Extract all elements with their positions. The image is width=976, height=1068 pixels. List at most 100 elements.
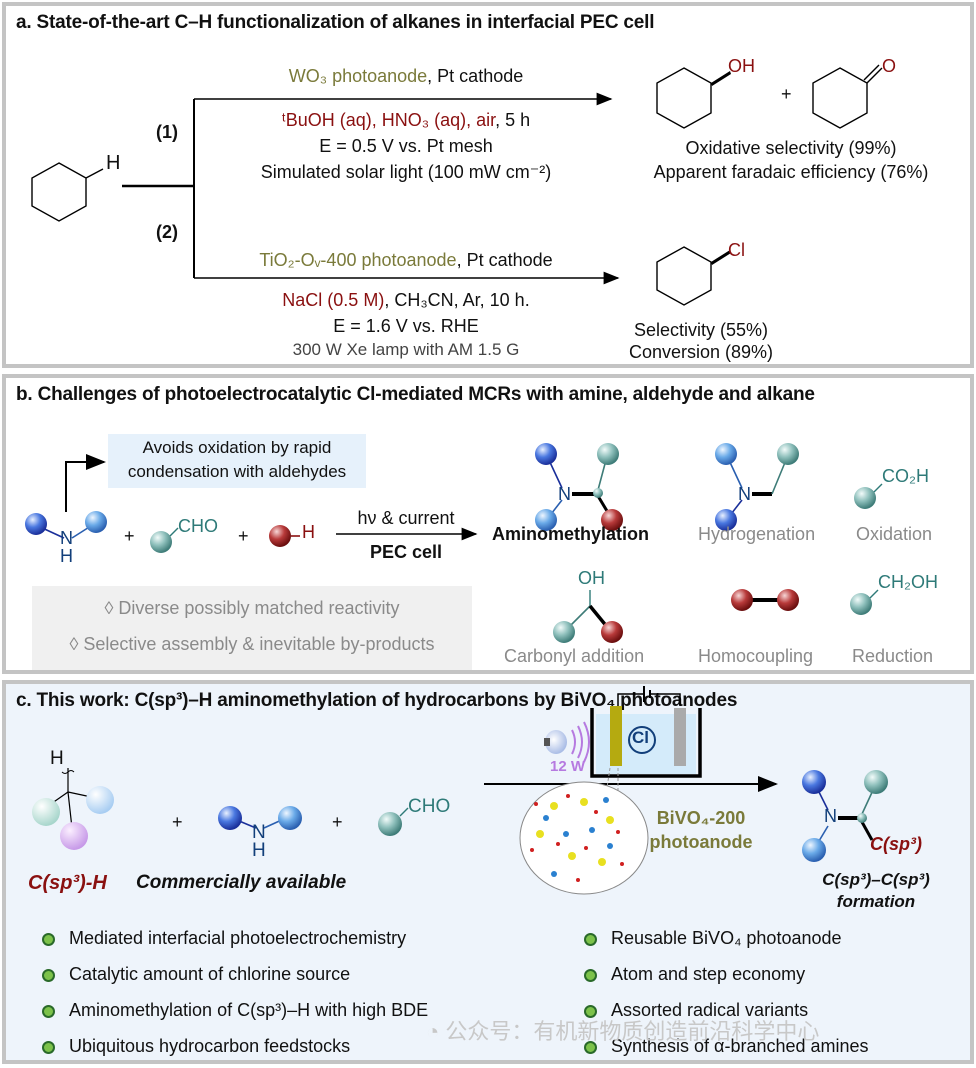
oh-label: OH bbox=[728, 56, 755, 76]
feature-right-4: Synthesis of α-branched amines bbox=[584, 1036, 869, 1057]
feature-left-2: Catalytic amount of chlorine source bbox=[42, 964, 350, 985]
n-label: N bbox=[558, 484, 571, 504]
arrow-condition-top: hν & current bbox=[357, 508, 455, 528]
plus-sign: + bbox=[332, 812, 343, 832]
aldehyde-structure bbox=[378, 807, 409, 836]
bond-formation-line1: C(sp³)–C(sp³) bbox=[822, 870, 930, 889]
route-1-light: Simulated solar light (100 mW cm⁻²) bbox=[260, 162, 552, 182]
outcome-oxidation: Oxidation bbox=[856, 524, 933, 544]
aminomethylation-structure bbox=[535, 443, 623, 531]
substrate-h-label: H bbox=[106, 152, 121, 174]
co2h-label: CO₂H bbox=[882, 466, 929, 486]
amine-h-label: H bbox=[60, 546, 73, 566]
homocoupling-structure bbox=[731, 589, 799, 611]
bullet-icon bbox=[584, 1004, 597, 1018]
oh-label: OH bbox=[578, 568, 605, 588]
alkane-reactant bbox=[269, 525, 300, 547]
photoanode-name: BiVO₄-200 bbox=[656, 808, 746, 828]
feature-right-1: Reusable BiVO₄ photoanode bbox=[584, 928, 842, 949]
route-2-potential: E = 1.6 V vs. RHE bbox=[333, 316, 479, 336]
oxidative-selectivity: Oxidative selectivity (99%) bbox=[685, 138, 897, 158]
bullet-icon bbox=[42, 1004, 55, 1018]
outcome-homocoupling: Homocoupling bbox=[698, 646, 814, 666]
outcome-aminomethylation: Aminomethylation bbox=[492, 524, 650, 544]
amine-n-label: N bbox=[252, 822, 266, 843]
selectivity-result: Selectivity (55%) bbox=[633, 320, 769, 340]
conversion-result: Conversion (89%) bbox=[628, 342, 774, 362]
product-n-label: N bbox=[824, 806, 837, 826]
feature-left-3: Aminomethylation of C(sp³)–H with high B… bbox=[42, 1000, 428, 1021]
hydrogenation-structure bbox=[715, 443, 799, 531]
outcome-carbonyl-addition: Carbonyl addition bbox=[504, 646, 645, 666]
plus-sign: + bbox=[124, 526, 135, 546]
plus-sign: + bbox=[781, 84, 792, 104]
cyclohexane-substrate bbox=[31, 162, 104, 222]
watermark: ◔ 公众号：有机新物质创造前沿科学中心 bbox=[426, 1019, 820, 1044]
panel-b-title: b. Challenges of photoelectrocatalytic C… bbox=[16, 384, 815, 405]
branch-arrows bbox=[122, 92, 620, 285]
chlorine-mediator-label: Cl bbox=[632, 728, 649, 747]
carbonyl-addition-structure bbox=[553, 590, 623, 643]
reduction-structure bbox=[850, 589, 879, 615]
panel-a: a. State-of-the-art C–H functionalizatio… bbox=[2, 2, 974, 368]
wechat-icon: ◔ bbox=[426, 1019, 446, 1044]
feature-left-1: Mediated interfacial photoelectrochemist… bbox=[42, 928, 406, 949]
csp3-h-label: C(sp³)-H bbox=[28, 872, 107, 894]
crystal-lattice-icon bbox=[530, 794, 624, 882]
route-2-reagents: NaCl (0.5 M), CH₃CN, Ar, 10 h. bbox=[282, 290, 530, 310]
cl-label: Cl bbox=[728, 240, 745, 260]
bent-arrow bbox=[65, 454, 478, 541]
amine-h-label: H bbox=[252, 840, 266, 861]
bullet-icon bbox=[584, 1040, 597, 1054]
amine-structure bbox=[218, 806, 302, 830]
outcome-reduction: Reduction bbox=[852, 646, 934, 666]
commercially-available-label: Commercially available bbox=[136, 872, 347, 893]
n-label: N bbox=[738, 484, 751, 504]
outcome-hydrogenation: Hydrogenation bbox=[698, 524, 816, 544]
bullet-icon bbox=[42, 1040, 55, 1054]
cyclohexanol-product bbox=[656, 67, 731, 129]
feature-right-2: Atom and step economy bbox=[584, 964, 805, 985]
route-2-light: 300 W Xe lamp with AM 1.5 G bbox=[292, 340, 520, 359]
plus-sign: + bbox=[238, 526, 249, 546]
cho-label: CHO bbox=[408, 796, 451, 817]
bond-formation-line2: formation bbox=[836, 892, 916, 911]
product-csp3-label: C(sp³) bbox=[870, 834, 922, 854]
bullet-icon bbox=[42, 932, 55, 946]
bullet-icon bbox=[42, 968, 55, 982]
feature-left-4: Ubiquitous hydrocarbon feedstocks bbox=[42, 1036, 350, 1057]
challenges-box: ◊ Diverse possibly matched reactivity◊ S… bbox=[32, 586, 472, 670]
panel-b: b. Challenges of photoelectrocatalytic C… bbox=[2, 374, 974, 674]
bullet-icon bbox=[584, 932, 597, 946]
alkane-h-label: H bbox=[302, 522, 315, 542]
alkane-structure bbox=[32, 768, 114, 850]
product-structure bbox=[802, 770, 888, 862]
oxidation-structure bbox=[854, 483, 883, 509]
route-1-potential: E = 0.5 V vs. Pt mesh bbox=[319, 136, 493, 156]
panel-c-title: c. This work: C(sp³)–H aminomethylation … bbox=[16, 690, 738, 711]
pec-cell-diagram bbox=[484, 686, 778, 895]
amine-reactant bbox=[25, 511, 107, 539]
bullet-icon bbox=[584, 968, 597, 982]
route-1-reagents: ᵗBuOH (aq), HNO₃ (aq), air, 5 h bbox=[281, 110, 531, 130]
panel-a-title: a. State-of-the-art C–H functionalizatio… bbox=[16, 12, 655, 33]
ch2oh-label: CH₂OH bbox=[878, 572, 938, 592]
amine-n-label: N bbox=[60, 528, 73, 548]
lamp-power-label: 12 W bbox=[550, 758, 586, 775]
route-1-electrodes: WO₃ photoanode, Pt cathode bbox=[288, 66, 524, 86]
panel-c: c. This work: C(sp³)–H aminomethylation … bbox=[2, 680, 974, 1064]
cyclohexanone-product bbox=[812, 64, 883, 129]
route-2-electrodes: TiO₂-Oᵥ-400 photoanode, Pt cathode bbox=[259, 250, 553, 270]
cho-label: CHO bbox=[178, 516, 218, 536]
route-2-label: (2) bbox=[156, 222, 178, 242]
route-1-label: (1) bbox=[156, 122, 178, 142]
aldehyde-reactant bbox=[150, 527, 179, 553]
faradaic-efficiency: Apparent faradaic efficiency (76%) bbox=[653, 162, 929, 182]
chlorocyclohexane-product bbox=[656, 246, 731, 306]
o-label: O bbox=[882, 56, 897, 76]
feature-right-3: Assorted radical variants bbox=[584, 1000, 808, 1021]
plus-sign: + bbox=[172, 812, 183, 832]
arrow-condition-bottom: PEC cell bbox=[369, 542, 443, 562]
alkane-h-label: H bbox=[50, 748, 64, 769]
